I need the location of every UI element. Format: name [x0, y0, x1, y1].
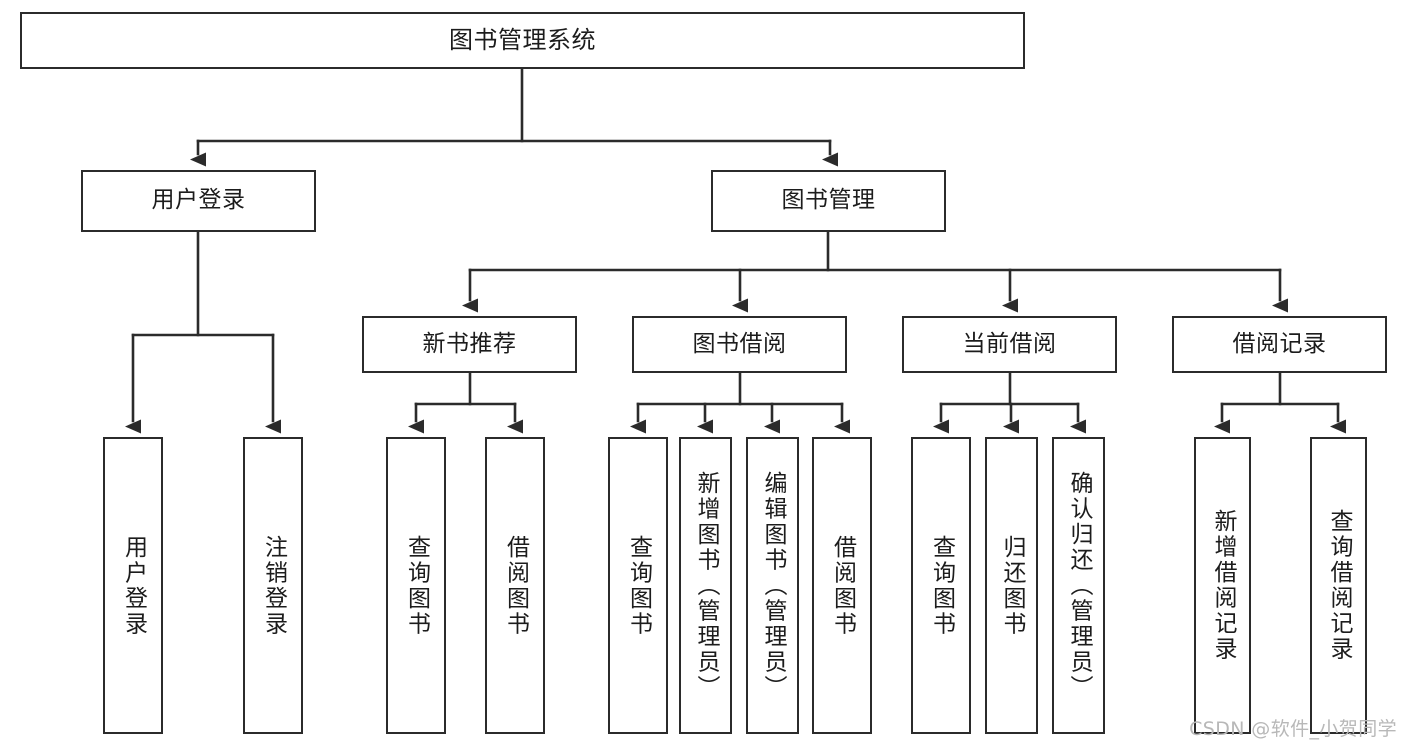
node-leaf-borrow-book-borrow[interactable]: 借阅图书: [812, 437, 872, 734]
node-leaf-query-book-borrow[interactable]: 查询图书: [608, 437, 668, 734]
node-leaf-user-login[interactable]: 用户登录: [103, 437, 163, 734]
node-book-management[interactable]: 图书管理: [711, 170, 946, 232]
node-leaf-add-book-admin-label: 新增图书（管理员）: [693, 470, 719, 701]
node-leaf-borrow-book-borrow-label: 借阅图书: [829, 534, 856, 637]
node-leaf-query-book-current[interactable]: 查询图书: [911, 437, 971, 734]
node-leaf-edit-book-admin-label: 编辑图书（管理员）: [760, 470, 786, 701]
edge-book-management-to-level3: [462, 230, 1288, 313]
node-root[interactable]: 图书管理系统: [20, 12, 1025, 69]
node-leaf-edit-book-admin[interactable]: 编辑图书（管理员）: [746, 437, 799, 734]
node-new-book-recommend-label: 新书推荐: [422, 330, 517, 357]
edge-root-to-level2: [190, 67, 838, 167]
node-leaf-query-book-new-label: 查询图书: [403, 534, 430, 637]
node-book-management-label: 图书管理: [781, 187, 876, 214]
node-leaf-query-book-borrow-label: 查询图书: [625, 534, 652, 637]
edge-current-borrow-to-leaves: [933, 371, 1086, 434]
node-leaf-return-book[interactable]: 归还图书: [985, 437, 1038, 734]
node-leaf-confirm-return-admin[interactable]: 确认归还（管理员）: [1052, 437, 1105, 734]
node-leaf-query-borrow-record[interactable]: 查询借阅记录: [1310, 437, 1367, 734]
node-leaf-user-logout-label: 注销登录: [260, 534, 287, 637]
node-leaf-borrow-book-new[interactable]: 借阅图书: [485, 437, 545, 734]
node-leaf-query-book-new[interactable]: 查询图书: [386, 437, 446, 734]
edge-new-book-recommend-to-leaves: [408, 371, 523, 434]
node-user-login-label: 用户登录: [151, 187, 246, 214]
edge-user-login-to-leaves: [125, 230, 281, 434]
edge-borrow-record-to-leaves: [1214, 371, 1346, 434]
node-user-login[interactable]: 用户登录: [81, 170, 316, 232]
node-leaf-borrow-book-new-label: 借阅图书: [502, 534, 529, 637]
node-root-label: 图书管理系统: [449, 26, 596, 55]
node-leaf-query-book-current-label: 查询图书: [928, 534, 955, 637]
node-leaf-add-book-admin[interactable]: 新增图书（管理员）: [679, 437, 732, 734]
node-leaf-user-login-label: 用户登录: [120, 534, 147, 637]
node-leaf-return-book-label: 归还图书: [999, 534, 1025, 637]
node-current-borrow-label: 当前借阅: [962, 330, 1057, 357]
node-borrow-record[interactable]: 借阅记录: [1172, 316, 1387, 373]
node-current-borrow[interactable]: 当前借阅: [902, 316, 1117, 373]
node-book-borrow[interactable]: 图书借阅: [632, 316, 847, 373]
node-leaf-add-borrow-record-label: 新增借阅记录: [1210, 509, 1236, 662]
node-borrow-record-label: 借阅记录: [1232, 330, 1327, 357]
node-leaf-user-logout[interactable]: 注销登录: [243, 437, 303, 734]
node-leaf-confirm-return-admin-label: 确认归还（管理员）: [1066, 470, 1092, 701]
edge-book-borrow-to-leaves: [630, 371, 850, 434]
node-leaf-query-borrow-record-label: 查询借阅记录: [1326, 509, 1352, 662]
node-book-borrow-label: 图书借阅: [692, 330, 787, 357]
node-leaf-add-borrow-record[interactable]: 新增借阅记录: [1194, 437, 1251, 734]
node-new-book-recommend[interactable]: 新书推荐: [362, 316, 577, 373]
